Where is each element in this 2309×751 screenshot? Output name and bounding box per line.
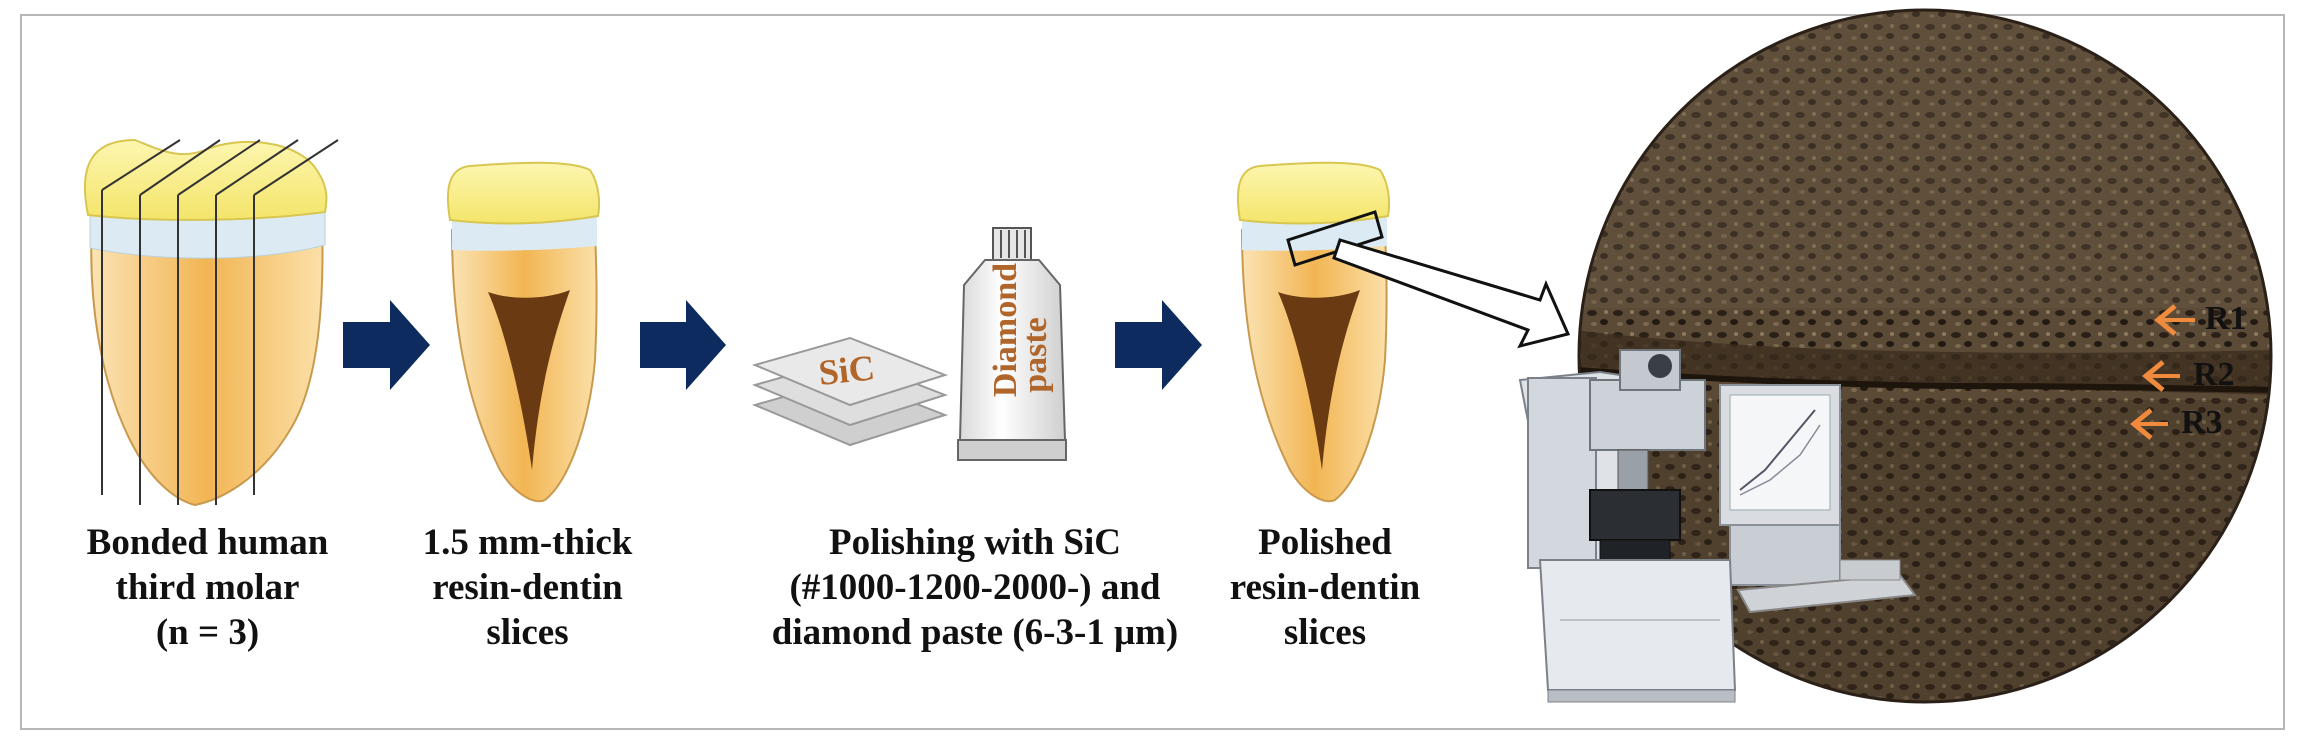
region-arrows bbox=[2130, 304, 2195, 440]
diamond-paste-tube-icon: Diamond paste bbox=[957, 227, 1067, 461]
tube-label-line1: Diamond bbox=[987, 263, 1024, 397]
step2-label-line2: resin-dentin bbox=[432, 567, 623, 608]
step4-label: Polished resin-dentin slices bbox=[1205, 520, 1445, 655]
step4-label-line3: slices bbox=[1283, 612, 1367, 653]
step4-label-line1: Polished bbox=[1258, 522, 1392, 563]
figure-frame bbox=[20, 14, 2285, 730]
magnify-arrow-icon bbox=[1332, 238, 1571, 349]
step1-label-line3: (n = 3) bbox=[155, 612, 260, 653]
arrow-r3 bbox=[2130, 408, 2168, 440]
right-arrow-icon bbox=[343, 300, 430, 390]
region-of-interest bbox=[1286, 210, 1384, 267]
nanoindenter-icon bbox=[1518, 349, 1917, 703]
tube-label-line2: paste bbox=[1017, 317, 1054, 393]
step2-label-line1: 1.5 mm-thick bbox=[422, 522, 633, 563]
region-label-r2: R2 bbox=[2193, 356, 2235, 393]
bonded-molar-tooth bbox=[84, 138, 339, 507]
resin-dentin-slice bbox=[446, 161, 600, 503]
step3-label: Polishing with SiC (#1000-1200-2000-) an… bbox=[740, 520, 1210, 655]
step2-label-line3: slices bbox=[486, 612, 569, 653]
arrow-r2 bbox=[2142, 360, 2180, 392]
sic-label: SiC bbox=[817, 347, 877, 393]
step1-label-line2: third molar bbox=[115, 567, 300, 608]
step1-label: Bonded human third molar (n = 3) bbox=[40, 520, 375, 655]
region-label-r1: R1 bbox=[2205, 300, 2247, 337]
step4-label-line2: resin-dentin bbox=[1229, 567, 1421, 608]
right-arrow-icon bbox=[1115, 300, 1202, 390]
arrow-r1 bbox=[2154, 304, 2195, 336]
step3-label-line3: diamond paste (6-3-1 μm) bbox=[771, 612, 1179, 653]
step2-label: 1.5 mm-thick resin-dentin slices bbox=[395, 520, 660, 655]
right-arrow-icon bbox=[640, 300, 726, 390]
region-label-r3: R3 bbox=[2181, 404, 2223, 441]
step1-label-line1: Bonded human bbox=[86, 522, 329, 563]
step3-label-line1: Polishing with SiC bbox=[829, 522, 1121, 563]
sic-paper-icon: SiC bbox=[751, 336, 949, 447]
step3-label-line2: (#1000-1200-2000-) and bbox=[789, 567, 1161, 608]
polished-slice bbox=[1236, 161, 1390, 503]
monitor bbox=[1719, 384, 1917, 614]
